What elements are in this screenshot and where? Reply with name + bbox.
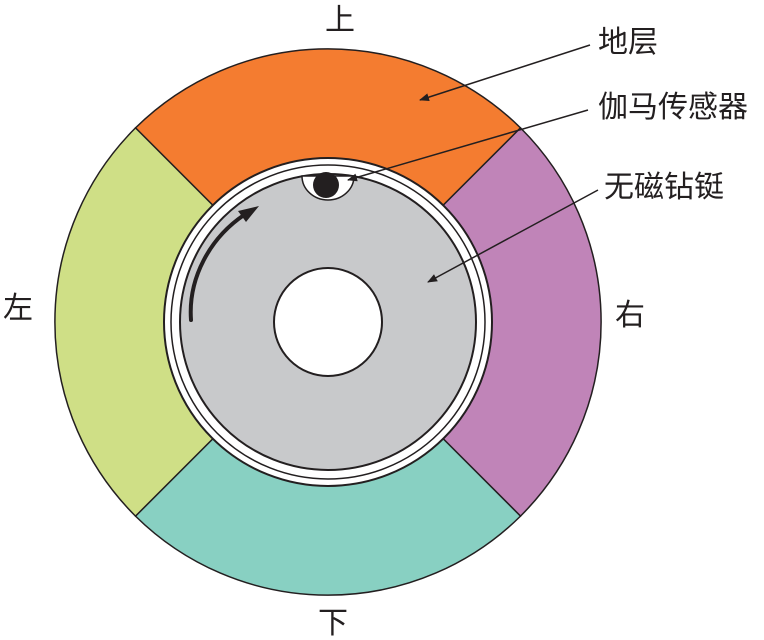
label-right: 右 (615, 298, 645, 333)
label-top: 上 (325, 3, 355, 38)
sensor-leader (347, 109, 589, 182)
collar-bore (273, 267, 383, 377)
formation-leader (419, 44, 591, 102)
rotation-arrowhead (238, 206, 259, 222)
label-gamma-sensor: 伽马传感器 (598, 90, 748, 125)
label-left: 左 (3, 291, 33, 326)
rotation-arrow (188, 213, 246, 322)
label-nonmagnetic-drill-collar: 无磁钻铤 (604, 170, 724, 205)
label-bottom: 下 (318, 606, 348, 640)
label-formation: 地层 (598, 25, 658, 60)
gamma-sensor-icon (313, 172, 339, 198)
collar-leader (427, 189, 599, 283)
